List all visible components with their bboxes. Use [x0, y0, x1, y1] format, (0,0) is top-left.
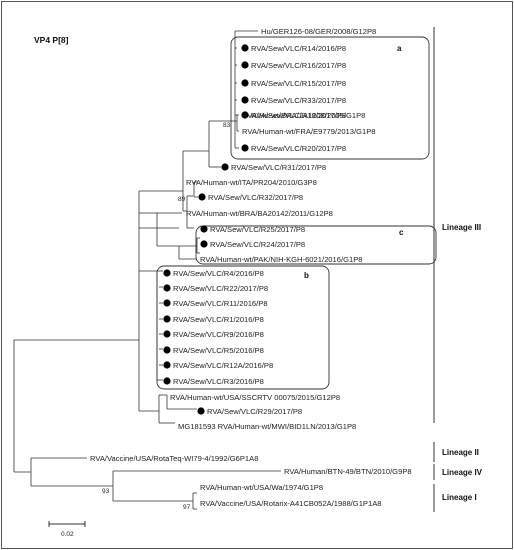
bootstrap-89: 89	[178, 196, 186, 203]
leaf-label: RVA/Sew/VLC/R4/2016/P8	[173, 269, 264, 278]
leaf-label: RVA/Human-wt/USA/SSCRTV 00075/2015/G12P8	[170, 393, 340, 402]
leaf-label: RVA/Sew/VLC/R22/2017/P8	[173, 284, 268, 293]
leaf-label: RVA/Sew/VLC/R20/2017/P8	[251, 144, 346, 153]
leaf-label: RVA/Sew/VLC/R12A/2016/P8	[173, 361, 273, 370]
scale-label: 0.02	[61, 531, 74, 538]
sample-marker	[221, 163, 229, 171]
sample-marker	[197, 407, 205, 415]
sample-marker	[163, 315, 171, 323]
sample-marker	[200, 240, 208, 248]
leaf-label: RVA/Sew/VLC/R25/2017/P8	[210, 225, 305, 234]
clade-box-b	[156, 265, 330, 390]
sample-marker	[163, 284, 171, 292]
sample-marker	[163, 269, 171, 277]
sample-marker	[241, 44, 249, 52]
sample-marker	[241, 96, 249, 104]
leaf-label: RVA/Sew/VLC/R29/2017/P8	[207, 407, 302, 416]
leaf-label: RVA/Sew/VLC/R15/2017/P8	[251, 79, 346, 88]
leaf-label: RVA/Human-wt/USA/Wa/1974/G1P8	[200, 483, 323, 492]
sample-marker	[200, 225, 208, 233]
sample-marker	[198, 193, 206, 201]
leaf-label: RVA/Human-wt/ITA/PR204/2010/G3P8	[186, 178, 317, 187]
lineage-iii-label: Lineage III	[442, 223, 481, 232]
leaf-label: RVA/Sew/VLC/R31/2017/P8	[231, 163, 326, 172]
leaf-label: RVA/Sew/VLC/R11/2016/P8	[173, 299, 268, 308]
leaf-label: RVA/Hu-wt/BRA/1A1208/2009/G1P8	[242, 111, 365, 120]
leaf-label: RVA/Sew/VLC/R24/2017/P8	[210, 240, 305, 249]
leaf-label: RVA/Sew/VLC/R9/2016/P8	[173, 330, 264, 339]
leaf-label: Hu/GER126-08/GER/2008/G12P8	[261, 27, 376, 36]
leaf-label: RVA/Human-wt/BRA/BA20142/2011/G12P8	[186, 209, 333, 218]
leaf-label: RVA/Vaccine/USA/RotaTeq-WI79-4/1992/G6P1…	[90, 454, 258, 463]
leaf-label: RVA/Human-wt/FRA/E9779/2013/G1P8	[242, 127, 376, 136]
leaf-label: RVA/Human/BTN-49/BTN/2010/G9P8	[284, 467, 412, 476]
sample-marker	[163, 330, 171, 338]
leaf-label: MG181593 RVA/Human-wt/MWI/BID1LN/2013/G1…	[178, 422, 356, 431]
clade-tag-a: a	[397, 44, 402, 53]
bootstrap-93: 93	[102, 488, 110, 495]
clade-box-a	[230, 36, 430, 160]
sample-marker	[241, 79, 249, 87]
clade-tag-b: b	[304, 271, 309, 280]
leaf-labels: Hu/GER126-08/GER/2008/G12P8RVA/Sew/VLC/R…	[90, 27, 412, 508]
sample-marker	[241, 144, 249, 152]
leaf-label: RVA/Sew/VLC/R32/2017/P8	[208, 193, 303, 202]
sample-marker	[163, 346, 171, 354]
bootstrap-97: 97	[183, 504, 191, 511]
leaf-label: RVA/Sew/VLC/R3/2016/P8	[173, 377, 264, 386]
leaf-label: RVA/Sew/VLC/R1/2016/P8	[173, 315, 264, 324]
lineage-i-label: Lineage I	[442, 493, 477, 502]
bootstrap-83: 83	[223, 122, 231, 129]
leaf-label: RVA/Human-wt/PAK/NIH-KGH-6021/2016/G1P8	[200, 255, 363, 264]
figure-title: VP4 P[8]	[34, 35, 69, 45]
sample-marker	[163, 377, 171, 385]
leaf-label: RVA/Vaccine/USA/Rotarix-A41CB052A/1988/G…	[200, 499, 382, 508]
lineage-iv-label: Lineage IV	[442, 468, 483, 477]
scale-bar: 0.02	[48, 521, 86, 538]
lineage-ii-label: Lineage II	[442, 448, 479, 457]
clade-tag-c: c	[399, 228, 404, 237]
sample-marker	[163, 361, 171, 369]
leaf-label: RVA/Sew/VLC/R16/2017/P8	[251, 61, 346, 70]
leaf-label: RVA/Sew/VLC/R5/2016/P8	[173, 346, 264, 355]
sample-marker	[241, 111, 249, 119]
leaf-label: RVA/Sew/VLC/R18/2017/P8	[251, 111, 346, 120]
sample-marker	[241, 61, 249, 69]
leaf-label: RVA/Sew/VLC/R33/2017/P8	[251, 96, 346, 105]
clade-box-c	[195, 225, 437, 265]
leaf-label: RVA/Sew/VLC/R14/2016/P8	[251, 44, 346, 53]
sample-marker	[163, 299, 171, 307]
